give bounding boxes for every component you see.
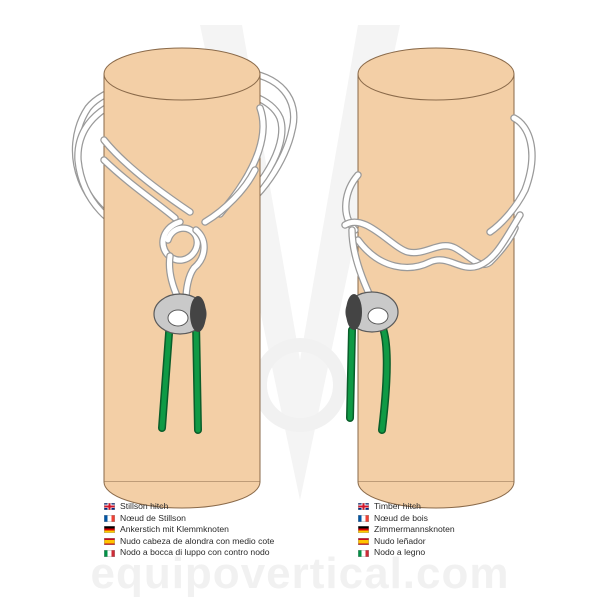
white-rope-core [183, 227, 207, 303]
legend-item-de: Ankerstich mit Klemmknoten [104, 524, 274, 536]
rope-front-strands [100, 104, 267, 226]
legend-item-es: Nudo leñador [358, 536, 455, 548]
stillson-hitch-illustration [71, 47, 298, 509]
green-rope-core [193, 319, 201, 433]
white-rope-core [101, 137, 193, 215]
legend-item-de: Zimmermannsknoten [358, 524, 455, 536]
italy-flag-icon [104, 549, 115, 557]
spain-flag-icon [104, 538, 115, 546]
uk-flag-icon [358, 503, 369, 511]
stillson-legend: Stillson hitch Nœud de Stillson Ankersti… [104, 501, 274, 559]
white-rope-core [487, 115, 535, 235]
italy-flag-icon [358, 549, 369, 557]
legend-item-it: Nodo a legno [358, 547, 455, 559]
wooden-post-left [103, 47, 261, 509]
timber-hitch-illustration [341, 47, 536, 509]
white-rope-core [160, 219, 200, 263]
metal-ring-icon [153, 293, 207, 335]
white-rope-core [202, 167, 258, 225]
france-flag-icon [358, 514, 369, 522]
legend-item-es: Nudo cabeza de alondra con medio cote [104, 536, 274, 548]
green-rope-core [347, 327, 355, 421]
white-rope-core [101, 157, 178, 221]
green-rope-core [159, 317, 173, 431]
france-flag-icon [104, 514, 115, 522]
wooden-post-right [357, 47, 515, 509]
germany-flag-icon [104, 526, 115, 534]
germany-flag-icon [358, 526, 369, 534]
legend-item-en: Stillson hitch [104, 501, 274, 513]
legend-item-it: Nodo a bocca di luppo con contro nodo [104, 547, 274, 559]
legend-item-fr: Nœud de bois [358, 513, 455, 525]
spain-flag-icon [358, 538, 369, 546]
knot-loops [159, 218, 208, 304]
legend-item-en: Timber hitch [358, 501, 455, 513]
metal-ring-icon [345, 291, 399, 333]
timber-legend: Timber hitch Nœud de bois Zimmermannskno… [358, 501, 455, 559]
legend-item-fr: Nœud de Stillson [104, 513, 274, 525]
white-rope-core [355, 212, 523, 270]
uk-flag-icon [104, 503, 115, 511]
watermark-text: equipovertical.com [90, 549, 509, 598]
